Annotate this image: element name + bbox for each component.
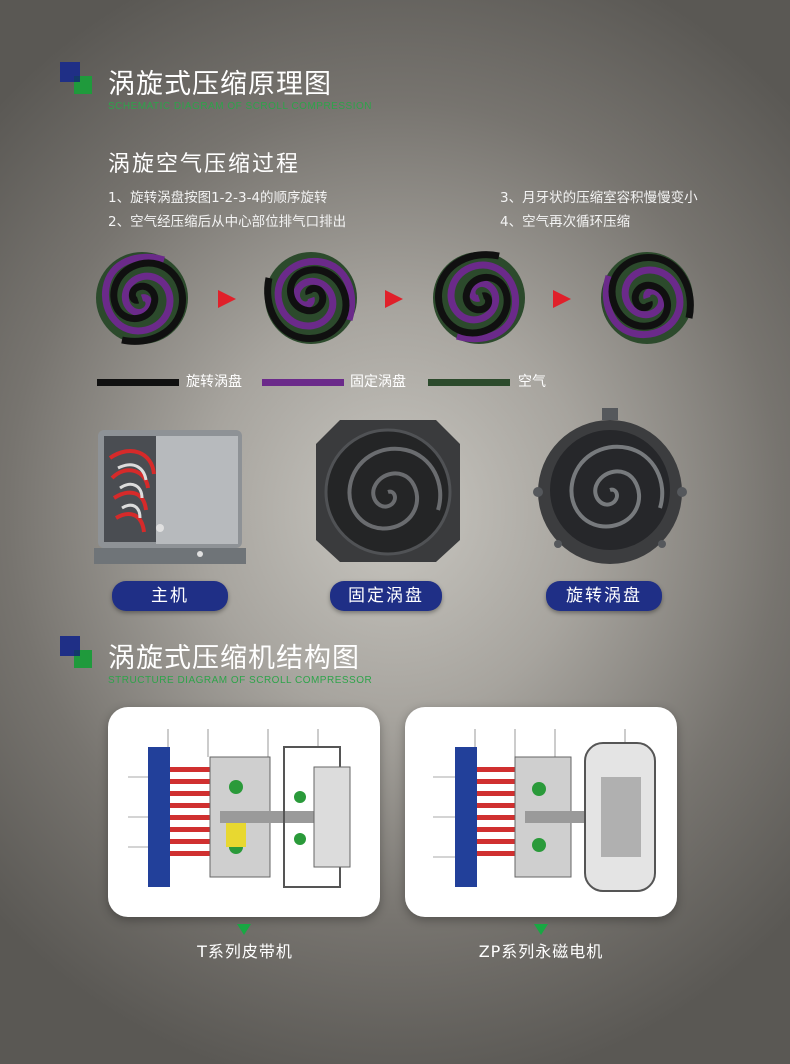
model-caption: ZP系列永磁电机 — [478, 942, 604, 961]
process-step: 2、空气经压缩后从中心部位排气口排出 — [108, 214, 347, 230]
section-subtitle: STRUCTURE DIAGRAM OF SCROLL COMPRESSOR — [108, 675, 373, 686]
section-title: 涡旋式压缩原理图 — [108, 69, 332, 100]
green-triangle-icon — [534, 924, 548, 935]
scroll-stage-4-icon — [601, 252, 693, 344]
process-step: 1、旋转涡盘按图1-2-3-4的顺序旋转 — [108, 190, 328, 206]
section-title: 涡旋式压缩机结构图 — [108, 643, 360, 674]
legend-label: 固定涡盘 — [350, 374, 406, 390]
arrow-right-icon — [218, 290, 236, 308]
scroll-stage-2-icon — [265, 252, 357, 344]
process-heading: 涡旋空气压缩过程 — [108, 152, 301, 177]
orbiting-scroll-image — [533, 408, 687, 564]
arrow-right-icon — [553, 290, 571, 308]
process-step: 3、月牙状的压缩室容积慢慢变小 — [500, 190, 698, 206]
legend-label: 旋转涡盘 — [186, 374, 242, 390]
section-subtitle: SCHEMATIC DIAGRAM OF SCROLL COMPRESSION — [108, 101, 372, 112]
zp-series-cross-section-image — [433, 729, 656, 892]
legend-swatch-fixed — [262, 379, 344, 386]
t-series-cross-section-image — [128, 729, 351, 888]
fixed-scroll-image — [316, 420, 460, 562]
process-step: 4、空气再次循环压缩 — [500, 214, 631, 230]
legend-swatch-air — [428, 379, 510, 386]
part-label-orbiting-scroll: 旋转涡盘 — [546, 581, 662, 611]
section-logo-icon — [60, 636, 104, 672]
zp-series-diagram-card — [405, 707, 677, 917]
scroll-stage-3-icon — [433, 252, 525, 344]
green-triangle-icon — [237, 924, 251, 935]
scroll-sequence-diagram — [85, 248, 705, 358]
model-caption: T系列皮带机 — [197, 942, 293, 961]
part-label-fixed-scroll: 固定涡盘 — [330, 581, 442, 611]
part-label-main-unit: 主机 — [112, 581, 228, 611]
t-series-diagram-card — [108, 707, 380, 917]
compressor-main-unit-image — [94, 430, 246, 564]
legend-label: 空气 — [518, 374, 546, 390]
section-logo-icon — [60, 62, 104, 98]
arrow-right-icon — [385, 290, 403, 308]
legend-swatch-orbiting — [97, 379, 179, 386]
scroll-stage-1-icon — [96, 252, 188, 344]
